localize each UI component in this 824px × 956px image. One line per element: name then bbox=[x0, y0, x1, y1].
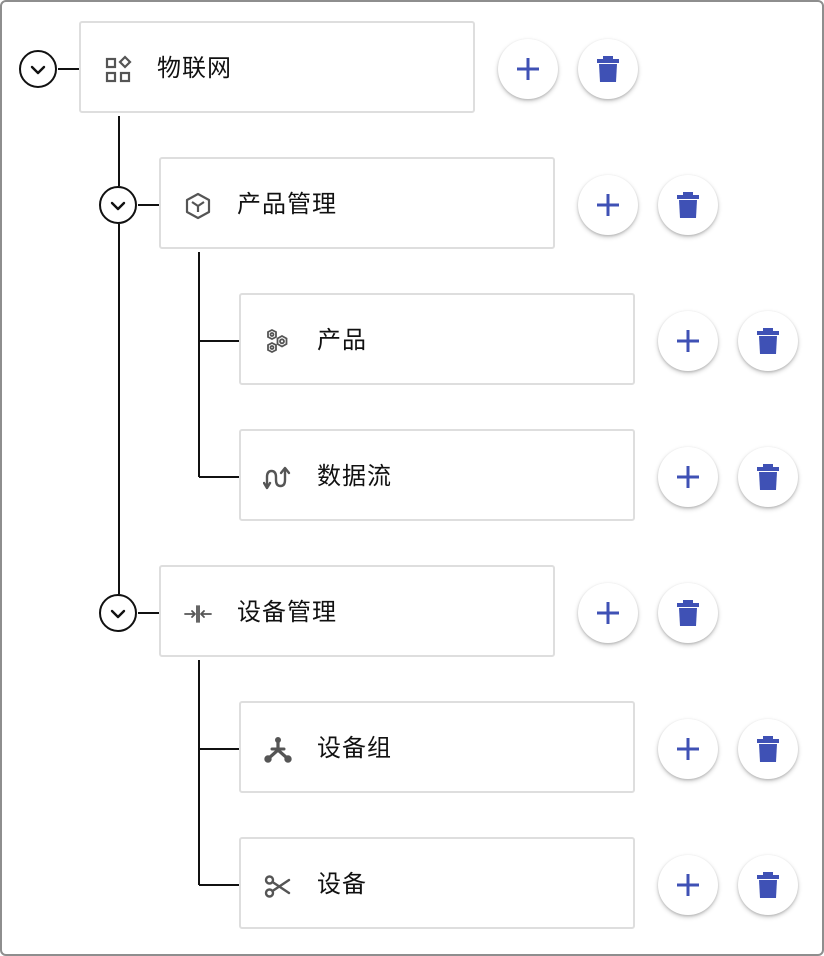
hub-icon bbox=[264, 737, 292, 763]
plus-icon bbox=[677, 874, 699, 896]
tree-node-root[interactable]: 物联网 bbox=[79, 21, 475, 113]
chevron-down-icon bbox=[110, 201, 126, 211]
plus-icon bbox=[597, 194, 619, 216]
tree-node-device-mgmt[interactable]: 设备管理 bbox=[159, 565, 555, 657]
plus-icon bbox=[677, 330, 699, 352]
trash-icon bbox=[757, 328, 779, 354]
node-label: 设备 bbox=[317, 870, 367, 898]
node-label: 设备管理 bbox=[237, 598, 337, 626]
tree-node-data-stream[interactable]: 数据流 bbox=[239, 429, 635, 521]
delete-button[interactable] bbox=[658, 583, 718, 643]
node-label: 数据流 bbox=[317, 462, 392, 490]
merge-arrows-icon bbox=[184, 605, 212, 623]
trash-icon bbox=[597, 56, 619, 82]
plus-icon bbox=[677, 466, 699, 488]
trash-icon bbox=[677, 192, 699, 218]
delete-button[interactable] bbox=[738, 447, 798, 507]
collapse-toggle-product-mgmt[interactable] bbox=[99, 186, 137, 224]
add-child-button[interactable] bbox=[578, 175, 638, 235]
plus-icon bbox=[677, 738, 699, 760]
scissors-icon bbox=[264, 875, 291, 898]
apps-icon bbox=[105, 55, 132, 83]
data-flow-icon bbox=[263, 466, 291, 490]
chevron-down-icon bbox=[30, 65, 46, 75]
delete-button[interactable] bbox=[738, 855, 798, 915]
delete-button[interactable] bbox=[578, 39, 638, 99]
add-child-button[interactable] bbox=[578, 583, 638, 643]
trash-icon bbox=[677, 600, 699, 626]
cube-icon bbox=[185, 192, 211, 220]
chevron-down-icon bbox=[110, 609, 126, 619]
node-label: 设备组 bbox=[317, 734, 392, 762]
collapse-toggle-device-mgmt[interactable] bbox=[99, 594, 137, 632]
tree-node-product[interactable]: 产品 bbox=[239, 293, 635, 385]
plus-icon bbox=[517, 58, 539, 80]
add-child-button[interactable] bbox=[658, 311, 718, 371]
node-label: 产品 bbox=[317, 326, 367, 354]
add-child-button[interactable] bbox=[658, 855, 718, 915]
tree-node-product-mgmt[interactable]: 产品管理 bbox=[159, 157, 555, 249]
tree-node-device[interactable]: 设备 bbox=[239, 837, 635, 929]
add-child-button[interactable] bbox=[658, 447, 718, 507]
node-label: 产品管理 bbox=[237, 190, 337, 218]
delete-button[interactable] bbox=[738, 719, 798, 779]
trash-icon bbox=[757, 736, 779, 762]
collapse-toggle-root[interactable] bbox=[19, 50, 57, 88]
add-child-button[interactable] bbox=[498, 39, 558, 99]
hexagons-icon bbox=[267, 328, 288, 354]
delete-button[interactable] bbox=[658, 175, 718, 235]
delete-button[interactable] bbox=[738, 311, 798, 371]
plus-icon bbox=[597, 602, 619, 624]
trash-icon bbox=[757, 464, 779, 490]
add-child-button[interactable] bbox=[658, 719, 718, 779]
tree-node-device-group[interactable]: 设备组 bbox=[239, 701, 635, 793]
trash-icon bbox=[757, 872, 779, 898]
node-label: 物联网 bbox=[157, 54, 232, 82]
